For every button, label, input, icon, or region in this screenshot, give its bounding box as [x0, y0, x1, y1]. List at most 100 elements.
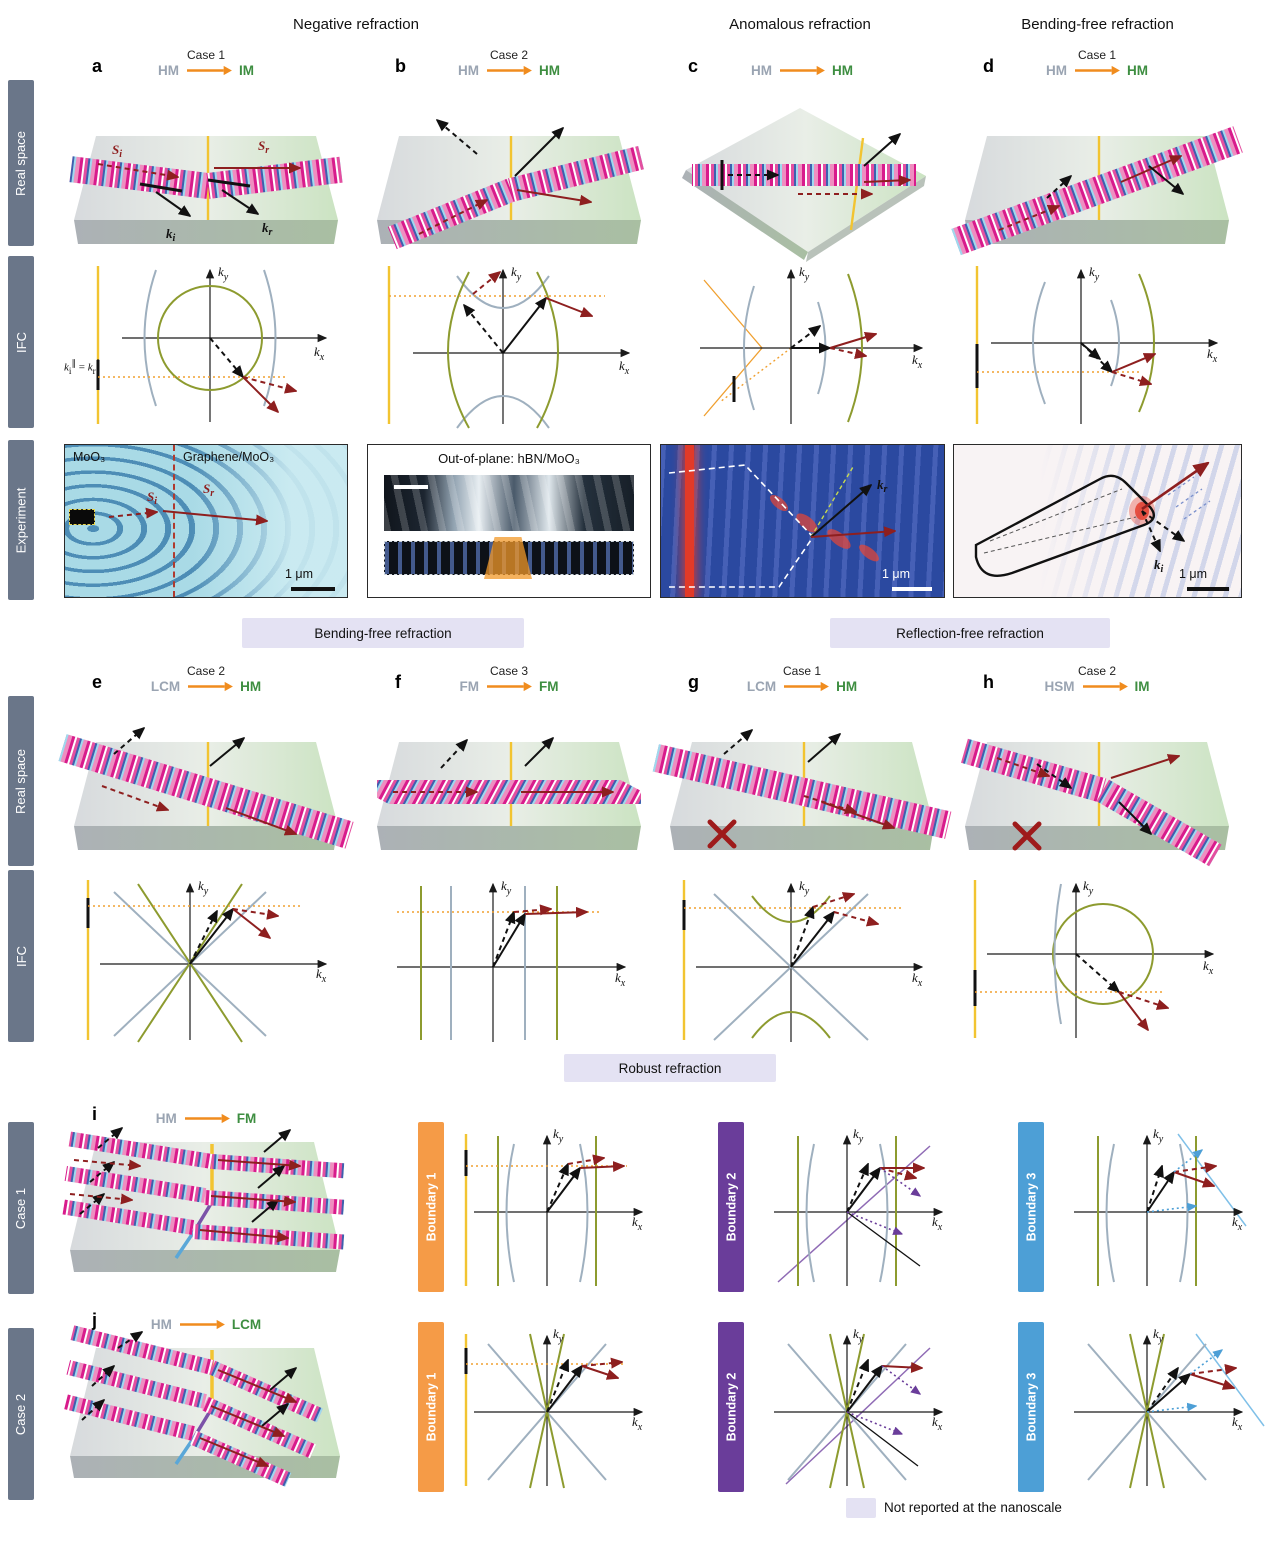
- scale-label: 1 μm: [1178, 567, 1207, 581]
- kr-arrow: [807, 734, 840, 763]
- kr-arrow: [221, 189, 258, 214]
- medium-from: HM: [158, 63, 179, 78]
- case-label: Case 1: [782, 664, 822, 678]
- beam: [377, 780, 641, 804]
- kr-arrow: [1118, 801, 1151, 834]
- ifc-curve-gray: [1053, 883, 1062, 1025]
- ifc-b: kx ky: [387, 264, 631, 429]
- ifc-curves-gray: [505, 1143, 589, 1283]
- sr-vector: [1189, 1373, 1234, 1388]
- refracted-beam: [206, 156, 343, 199]
- no-reflection-x-mark: [707, 819, 737, 849]
- interface-dashed-line: [173, 445, 175, 597]
- transition-a: Case 1 HM IM: [62, 48, 350, 78]
- ifc-curves-gray: [143, 269, 277, 407]
- case-label: Case 1: [186, 48, 226, 62]
- sample-outline-dashed: [668, 464, 815, 588]
- real-space-j: [64, 1325, 340, 1487]
- si-arrow: [996, 757, 1049, 776]
- sr-arrow: [516, 189, 591, 202]
- slab-front-face: [70, 1250, 340, 1272]
- ki-arrow: [117, 1332, 142, 1349]
- ky-label: ky: [218, 264, 229, 283]
- scale-bar: [892, 587, 932, 591]
- math-sub: r: [92, 365, 96, 376]
- incident-beam-1: [68, 1131, 214, 1169]
- boundary-1-bar: Boundary 1: [418, 1322, 444, 1492]
- panel-letter-h: h: [983, 672, 994, 692]
- sr-arrow: [225, 807, 296, 834]
- sr-vector: [1118, 991, 1148, 1030]
- sr-vector: [242, 376, 278, 412]
- ki-vector: [790, 326, 820, 349]
- transition-arrow-icon: [184, 1113, 230, 1124]
- medium-to: IM: [239, 63, 254, 78]
- slab-front-face: [670, 826, 934, 850]
- ifc-curves-gray: [1105, 1143, 1189, 1283]
- si-arrow: [998, 206, 1059, 231]
- kx-label: kx: [1207, 346, 1218, 365]
- transition-arrow-icon: [784, 681, 830, 692]
- panel-letter-e: e: [92, 672, 103, 692]
- sample-outline: [974, 474, 1156, 577]
- kx-label: kx: [1232, 1414, 1243, 1433]
- ifc-curves-gray: [1032, 281, 1120, 405]
- kr-vector: [790, 912, 834, 968]
- experiment-c-annotations: kr: [668, 464, 945, 588]
- kx-label: kx: [632, 1214, 643, 1233]
- sr-arrow: [217, 1159, 300, 1166]
- ky-label: ky: [553, 1326, 564, 1345]
- row-tab-label: Case 2: [13, 1393, 29, 1435]
- red-fringes: [769, 494, 879, 562]
- reflection-vector-2: [879, 1167, 920, 1196]
- kr-arrow: [524, 738, 553, 767]
- medium-from: HM: [751, 63, 772, 78]
- sr-vector: [579, 1166, 624, 1168]
- ifc-curves-olive: [447, 271, 559, 429]
- transition-arrow-icon: [487, 681, 532, 692]
- sr-vector: [1111, 353, 1155, 373]
- row-tab-label: Case 1: [13, 1187, 29, 1229]
- experiment-b-title: Out-of-plane: hBN/MoO₃: [438, 451, 580, 466]
- fringe-overlay: [384, 475, 634, 531]
- row-tab-label: Real space: [13, 130, 29, 196]
- experiment-image-d: ki 1 μm: [953, 444, 1242, 598]
- kx-label: kx: [314, 344, 325, 363]
- ifc-j-boundary-2: kx ky: [774, 1326, 944, 1489]
- panel-letter-f: f: [395, 672, 401, 692]
- ifc-a: kx ky: [96, 264, 328, 424]
- refracted-beam: [508, 145, 644, 202]
- ky-label: ky: [853, 1326, 864, 1345]
- row-tab-real-space: Real space: [8, 80, 34, 246]
- ki-arrow: [1141, 510, 1161, 551]
- edge-guide-line: [810, 466, 854, 538]
- ifc-i-boundary-3: kx ky: [1074, 1126, 1247, 1286]
- panel-letter-c: c: [688, 56, 699, 76]
- transition-arrow-icon: [1075, 65, 1120, 76]
- material-label-right: Graphene/MoO₃: [183, 450, 275, 464]
- si-vector: [879, 1167, 916, 1178]
- reflection-vector-2: [1146, 1206, 1196, 1213]
- incident-beam-2: [64, 1166, 207, 1203]
- transition-arrow-icon: [487, 65, 532, 76]
- sr-arrow: [210, 1405, 284, 1437]
- column-header-anomalous-refraction: Anomalous refraction: [729, 16, 871, 33]
- math-eq: =: [78, 361, 85, 374]
- medium-to: FM: [539, 679, 559, 694]
- sr-arrow: [821, 801, 894, 828]
- row-tab-label: IFC: [13, 945, 29, 967]
- ifc-f: kx ky: [397, 878, 627, 1042]
- ifc-d: kx ky: [975, 264, 1219, 424]
- experiment-a-annotations: Si Sr: [108, 481, 348, 598]
- kr-label: kr: [877, 477, 888, 495]
- ky-label: ky: [553, 1126, 564, 1145]
- boundary-3-bar: Boundary 3: [1018, 1322, 1044, 1492]
